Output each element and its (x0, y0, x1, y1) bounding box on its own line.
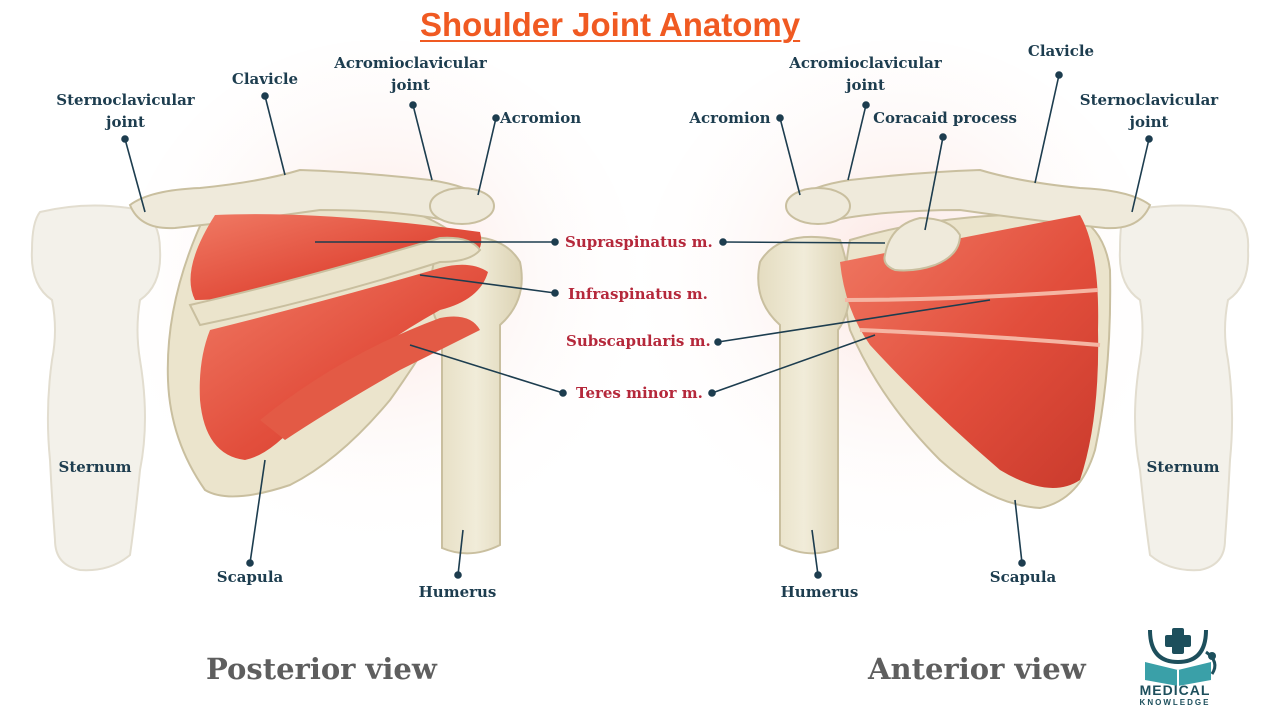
leader-dot (454, 571, 462, 579)
leader-line (249, 459, 266, 564)
posterior-view-illustration (30, 168, 523, 572)
posterior-acromion (429, 187, 495, 225)
leader-dot (246, 559, 254, 567)
infraspinatus-label: Infraspinatus m. (568, 285, 708, 303)
label-line-2: joint (391, 76, 430, 94)
posterior-teres-minor-muscle (260, 316, 480, 440)
anterior-humerus (757, 235, 851, 555)
leader-dot (1018, 559, 1026, 567)
anterior-muscle-band-divider (844, 288, 1099, 302)
leader-line (722, 241, 886, 244)
anterior-subscapularis-muscle (840, 215, 1099, 488)
anterior-clavicle-label: Clavicle (1027, 42, 1095, 60)
leader-dot (776, 114, 784, 122)
leader-dot (551, 289, 559, 297)
anterior-acromioclavicular-joint-label: Acromioclavicular joint (783, 52, 948, 96)
posterior-acromion-label: Acromion (500, 109, 582, 127)
leader-line (264, 95, 286, 176)
leader-line (779, 117, 801, 196)
anterior-sternum (1118, 204, 1250, 572)
posterior-sternum-label: Sternum (58, 458, 132, 476)
leader-line (847, 104, 867, 181)
anterior-acromion (785, 187, 851, 225)
anterior-coracoid-process (883, 216, 962, 272)
posterior-sternoclavicular-joint-label: Sternoclavicular joint (53, 89, 198, 133)
leader-line (124, 138, 146, 213)
leader-line (717, 299, 991, 343)
leader-line (811, 529, 819, 576)
leader-dot (1145, 135, 1153, 143)
leader-dot (409, 101, 417, 109)
leader-dot (814, 571, 822, 579)
leader-dot (121, 135, 129, 143)
stethoscope-tube (1205, 650, 1217, 675)
label-line-1: Sternoclavicular (56, 91, 195, 109)
teres-minor-label: Teres minor m. (576, 384, 703, 402)
anterior-scapula-label: Scapula (989, 568, 1057, 586)
supraspinatus-label: Supraspinatus m. (565, 233, 713, 251)
leader-dot (551, 238, 559, 246)
leader-line (1131, 138, 1150, 213)
leader-line (711, 334, 876, 394)
anterior-acromion-label: Acromion (689, 109, 771, 127)
leader-line (412, 104, 433, 181)
posterior-view-caption: Posterior view (206, 652, 437, 686)
leader-dot (719, 238, 727, 246)
leader-dot (492, 114, 500, 122)
posterior-scapula-label: Scapula (216, 568, 284, 586)
stethoscope-chest-piece (1208, 652, 1216, 660)
posterior-clavicle-label: Clavicle (231, 70, 299, 88)
logo-text-medical: MEDICAL (1139, 682, 1211, 698)
anterior-humerus-label: Humerus (780, 583, 859, 601)
leader-line (1014, 499, 1023, 564)
leader-dot (714, 338, 722, 346)
posterior-scapular-spine (188, 236, 482, 327)
medical-knowledge-logo-mark (1145, 628, 1217, 686)
posterior-acromioclavicular-joint-label: Acromioclavicular joint (328, 52, 493, 96)
label-line-1: Sternoclavicular (1079, 91, 1219, 109)
anterior-view-illustration (757, 168, 1250, 572)
anterior-view-caption: Anterior view (868, 652, 1086, 686)
anterior-sternum-label: Sternum (1146, 458, 1220, 476)
leader-dot (862, 101, 870, 109)
leader-line (477, 117, 497, 196)
leader-dot (939, 133, 947, 141)
anterior-coracoid-process-label: Coracaid process (873, 109, 1017, 127)
subscapularis-label: Subscapularis m. (566, 332, 711, 350)
label-line-1: Acromioclavicular (789, 54, 942, 72)
leader-line (409, 344, 564, 394)
anterior-sternoclavicular-joint-label: Sternoclavicular joint (1075, 89, 1223, 133)
leader-dot (261, 92, 269, 100)
medical-cross-icon (1165, 635, 1191, 647)
anterior-clavicle (793, 168, 1152, 230)
stethoscope-icon (1148, 629, 1208, 665)
logo-text-knowledge: KNOWLEDGE (1139, 698, 1211, 707)
page-title: Shoulder Joint Anatomy (420, 6, 801, 43)
leader-line (457, 529, 464, 576)
leader-line (1034, 74, 1060, 184)
leader-lines (121, 71, 1153, 579)
label-line-2: joint (1129, 113, 1169, 131)
leader-dot (1055, 71, 1063, 79)
posterior-supraspinatus-muscle (190, 214, 482, 300)
label-line-2: joint (846, 76, 885, 94)
anterior-muscle-band-divider (859, 328, 1101, 347)
posterior-humerus-label: Humerus (418, 583, 497, 601)
leader-dot (559, 389, 567, 397)
leader-line (924, 136, 944, 231)
leader-line (419, 274, 556, 294)
label-line-1: Acromioclavicular (334, 54, 487, 72)
posterior-sternum (30, 204, 162, 572)
leader-dot (708, 389, 716, 397)
label-line-2: joint (106, 113, 145, 131)
